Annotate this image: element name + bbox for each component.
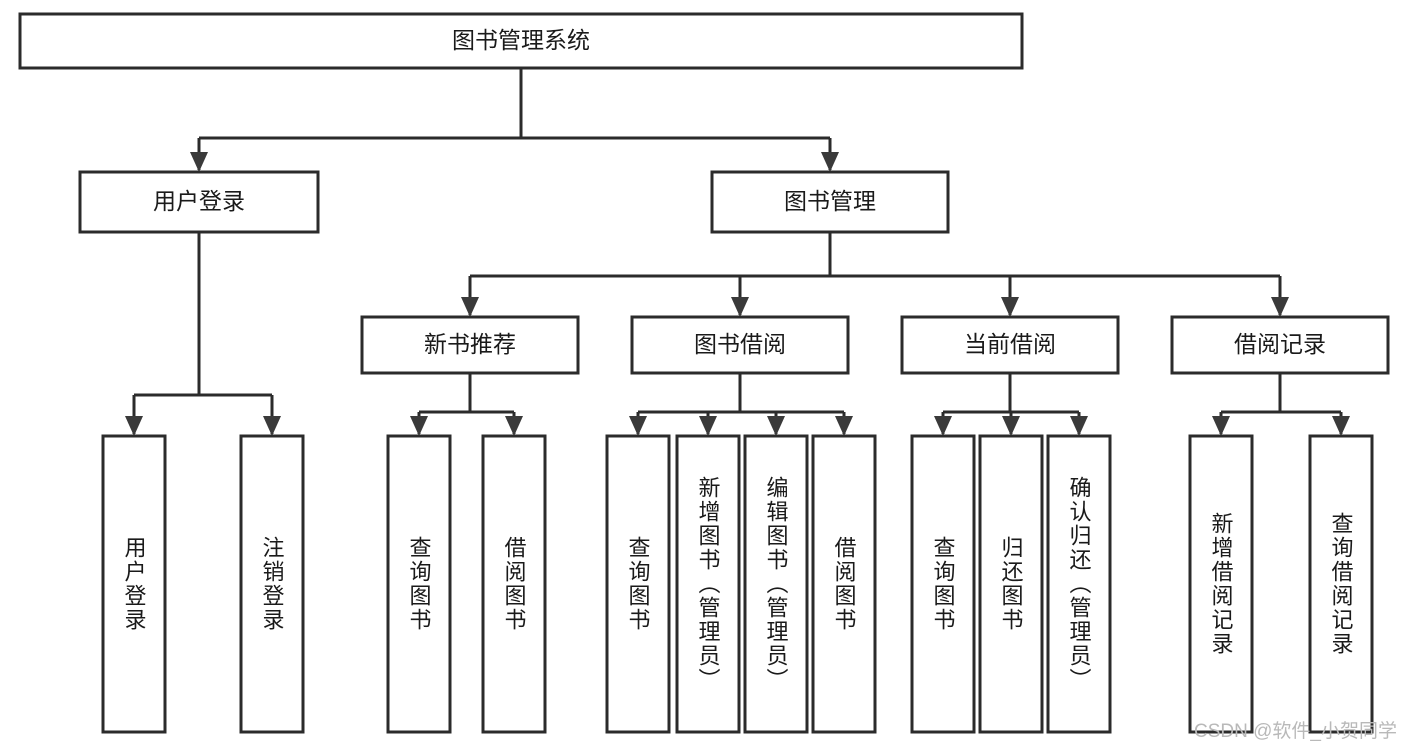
node-box[interactable] — [630, 315, 850, 375]
node-root[interactable] — [18, 12, 1024, 70]
node-box[interactable] — [1046, 434, 1112, 734]
leaf-leaf-user-login[interactable] — [101, 434, 167, 734]
node-new-book-rec[interactable] — [360, 315, 580, 375]
node-box-layer — [18, 12, 1390, 734]
node-box[interactable] — [978, 434, 1044, 734]
node-box[interactable] — [910, 434, 976, 734]
arrow-to-leaf-borrow-do — [835, 416, 853, 436]
arrow-to-leaf-cur-query — [934, 416, 952, 436]
arrow-to-current-borrow — [1001, 297, 1019, 317]
node-box[interactable] — [743, 434, 809, 734]
node-label-book-manage: 图书管理 — [784, 188, 876, 214]
node-label-book-borrow: 图书借阅 — [694, 331, 786, 357]
node-label-root: 图书管理系统 — [452, 27, 590, 53]
node-label-new-book-rec: 新书推荐 — [424, 331, 516, 357]
arrow-to-book-manage — [821, 152, 839, 172]
node-box[interactable] — [811, 434, 877, 734]
leaf-leaf-rec-add[interactable] — [1188, 434, 1254, 734]
node-book-borrow[interactable] — [630, 315, 850, 375]
arrow-to-leaf-borrow-add — [699, 416, 717, 436]
arrow-to-leaf-cur-confirm — [1070, 416, 1088, 436]
node-label-borrow-record: 借阅记录 — [1234, 331, 1326, 357]
node-box[interactable] — [78, 170, 320, 234]
node-box[interactable] — [481, 434, 547, 734]
node-label-current-borrow: 当前借阅 — [964, 331, 1056, 357]
arrow-to-book-borrow — [731, 297, 749, 317]
node-label-user-login: 用户登录 — [153, 188, 245, 214]
arrow-to-borrow-record — [1271, 297, 1289, 317]
arrow-to-leaf-borrow-edit — [767, 416, 785, 436]
node-current-borrow[interactable] — [900, 315, 1120, 375]
arrow-to-leaf-cur-return — [1002, 416, 1020, 436]
node-book-manage[interactable] — [710, 170, 950, 234]
leaf-leaf-cur-return[interactable] — [978, 434, 1044, 734]
node-user-login[interactable] — [78, 170, 320, 234]
node-box[interactable] — [900, 315, 1120, 375]
arrow-to-leaf-rec-query — [410, 416, 428, 436]
watermark: CSDN @软件_小贺同学 — [1194, 721, 1397, 742]
leaf-leaf-borrow-edit[interactable] — [743, 434, 809, 734]
leaf-leaf-cur-query[interactable] — [910, 434, 976, 734]
leaf-leaf-cur-confirm[interactable] — [1046, 434, 1112, 734]
leaf-leaf-user-logout[interactable] — [239, 434, 305, 734]
node-box[interactable] — [239, 434, 305, 734]
node-box[interactable] — [1188, 434, 1254, 734]
leaf-leaf-rec-search[interactable] — [1308, 434, 1374, 734]
leaf-leaf-borrow-add[interactable] — [675, 434, 741, 734]
arrow-to-leaf-user-login — [125, 416, 143, 436]
node-borrow-record[interactable] — [1170, 315, 1390, 375]
arrow-to-leaf-user-logout — [263, 416, 281, 436]
node-box[interactable] — [360, 315, 580, 375]
leaf-leaf-borrow-do[interactable] — [811, 434, 877, 734]
node-box[interactable] — [675, 434, 741, 734]
leaf-leaf-rec-query[interactable] — [386, 434, 452, 734]
leaf-leaf-rec-borrow[interactable] — [481, 434, 547, 734]
arrow-to-leaf-rec-borrow — [505, 416, 523, 436]
connector-layer — [125, 68, 1350, 436]
arrow-to-leaf-rec-add — [1212, 416, 1230, 436]
node-box[interactable] — [1308, 434, 1374, 734]
node-box[interactable] — [605, 434, 671, 734]
node-box[interactable] — [101, 434, 167, 734]
leaf-leaf-borrow-query[interactable] — [605, 434, 671, 734]
arrow-to-leaf-rec-search — [1332, 416, 1350, 436]
arrow-to-user-login — [190, 152, 208, 172]
arrow-to-leaf-borrow-query — [629, 416, 647, 436]
node-box[interactable] — [18, 12, 1024, 70]
node-box[interactable] — [710, 170, 950, 234]
node-box[interactable] — [386, 434, 452, 734]
node-box[interactable] — [1170, 315, 1390, 375]
arrow-to-new-book-rec — [461, 297, 479, 317]
